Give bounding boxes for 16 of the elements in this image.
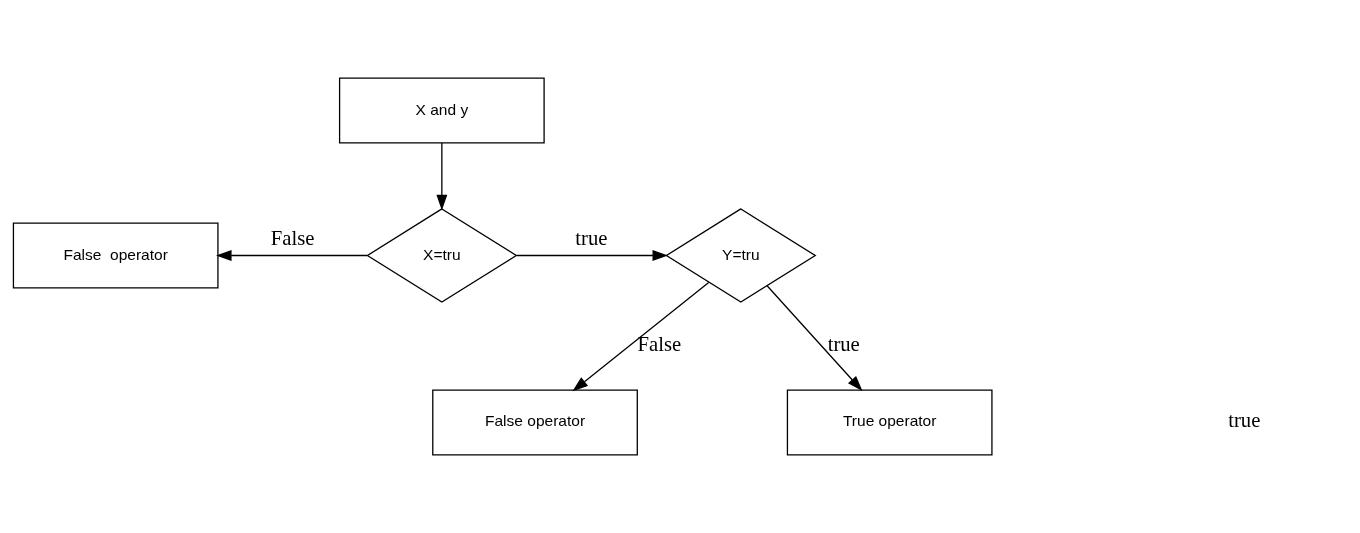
node-diamond: Y=tru bbox=[665, 208, 817, 303]
arrow bbox=[766, 285, 863, 392]
arrow bbox=[216, 250, 368, 261]
edge-label: true bbox=[575, 226, 608, 249]
node-box: True operator bbox=[786, 389, 993, 456]
node-box: X and y bbox=[338, 77, 545, 144]
arrow bbox=[572, 281, 710, 392]
arrow bbox=[515, 250, 669, 261]
edge-label: False bbox=[270, 226, 315, 249]
node-diamond: X=tru bbox=[366, 208, 518, 303]
node-box: False operator bbox=[12, 222, 219, 289]
label: true bbox=[1228, 409, 1261, 432]
node-box: False operator bbox=[432, 389, 638, 456]
arrow bbox=[436, 142, 448, 211]
edge-label: true bbox=[827, 333, 860, 356]
edge-label: False bbox=[637, 333, 682, 356]
